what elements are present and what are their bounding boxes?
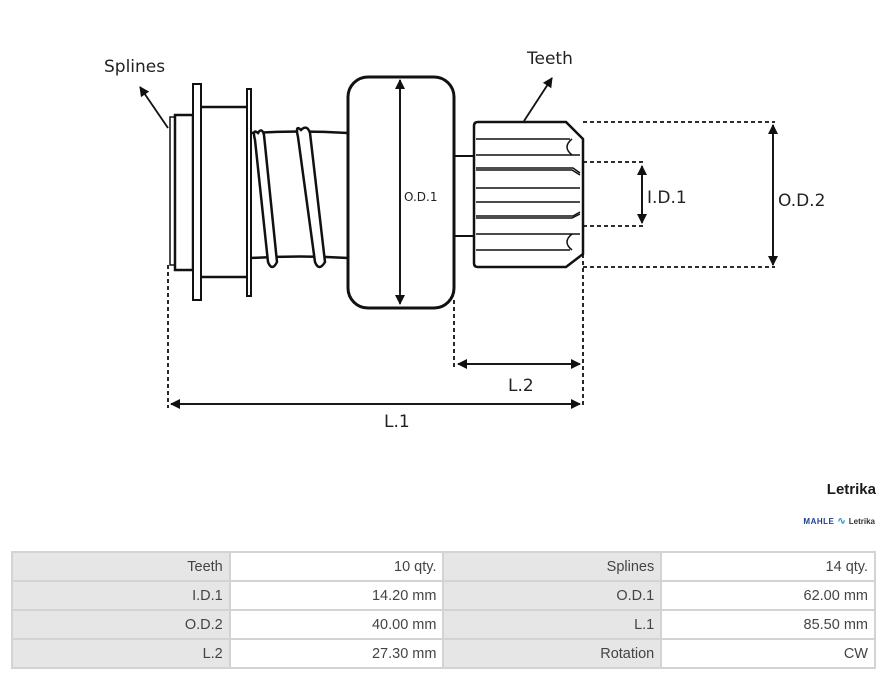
spec-label: O.D.1: [442, 580, 663, 611]
flange-1: [192, 83, 202, 301]
label-od1: O.D.1: [404, 190, 437, 204]
starter-drive-diagram: Splines Teeth O.D.1 I.D.1 O.D.2 L.2 L.1: [104, 49, 825, 432]
spec-label: O.D.2: [11, 609, 231, 640]
spec-label: Splines: [442, 551, 663, 582]
spec-value: 85.50 mm: [660, 609, 876, 640]
table-row: O.D.2 40.00 mm L.1 85.50 mm: [11, 609, 876, 640]
flange-2: [246, 88, 252, 297]
spring: [252, 126, 327, 269]
label-teeth: Teeth: [526, 49, 573, 69]
label-od2: O.D.2: [778, 191, 825, 211]
spec-label: I.D.1: [11, 580, 231, 611]
table-row: Teeth 10 qty. Splines 14 qty.: [11, 551, 876, 582]
label-id1: I.D.1: [647, 188, 687, 208]
spec-value: 27.30 mm: [228, 638, 445, 669]
gear-teeth: [472, 120, 585, 269]
spec-label: Teeth: [11, 551, 231, 582]
mahle-logo-text: MAHLE: [803, 517, 835, 526]
spec-value: 14.20 mm: [228, 580, 445, 611]
table-row: I.D.1 14.20 mm O.D.1 62.00 mm: [11, 580, 876, 611]
spec-label: Rotation: [442, 638, 663, 669]
specs-table: Teeth 10 qty. Splines 14 qty. I.D.1 14.2…: [11, 551, 876, 669]
housing: [201, 105, 247, 279]
label-l1: L.1: [384, 412, 410, 432]
spec-value: CW: [660, 638, 876, 669]
spec-value: 40.00 mm: [228, 609, 445, 640]
neck: [454, 155, 474, 237]
spec-label: L.1: [442, 609, 663, 640]
pinion-body: [346, 75, 456, 310]
spec-label: L.2: [11, 638, 231, 669]
letrika-logo-text: Letrika: [848, 517, 875, 526]
spec-value: 62.00 mm: [660, 580, 876, 611]
splines-end: [169, 113, 195, 272]
wave-icon: ∿: [837, 516, 846, 527]
label-splines: Splines: [104, 57, 165, 77]
brand-title: Letrika: [826, 481, 876, 498]
table-row: L.2 27.30 mm Rotation CW: [11, 638, 876, 669]
spec-value: 10 qty.: [228, 551, 445, 582]
spec-value: 14 qty.: [660, 551, 876, 582]
brand-logo: MAHLE ∿ Letrika: [803, 516, 875, 527]
label-l2: L.2: [508, 376, 534, 396]
